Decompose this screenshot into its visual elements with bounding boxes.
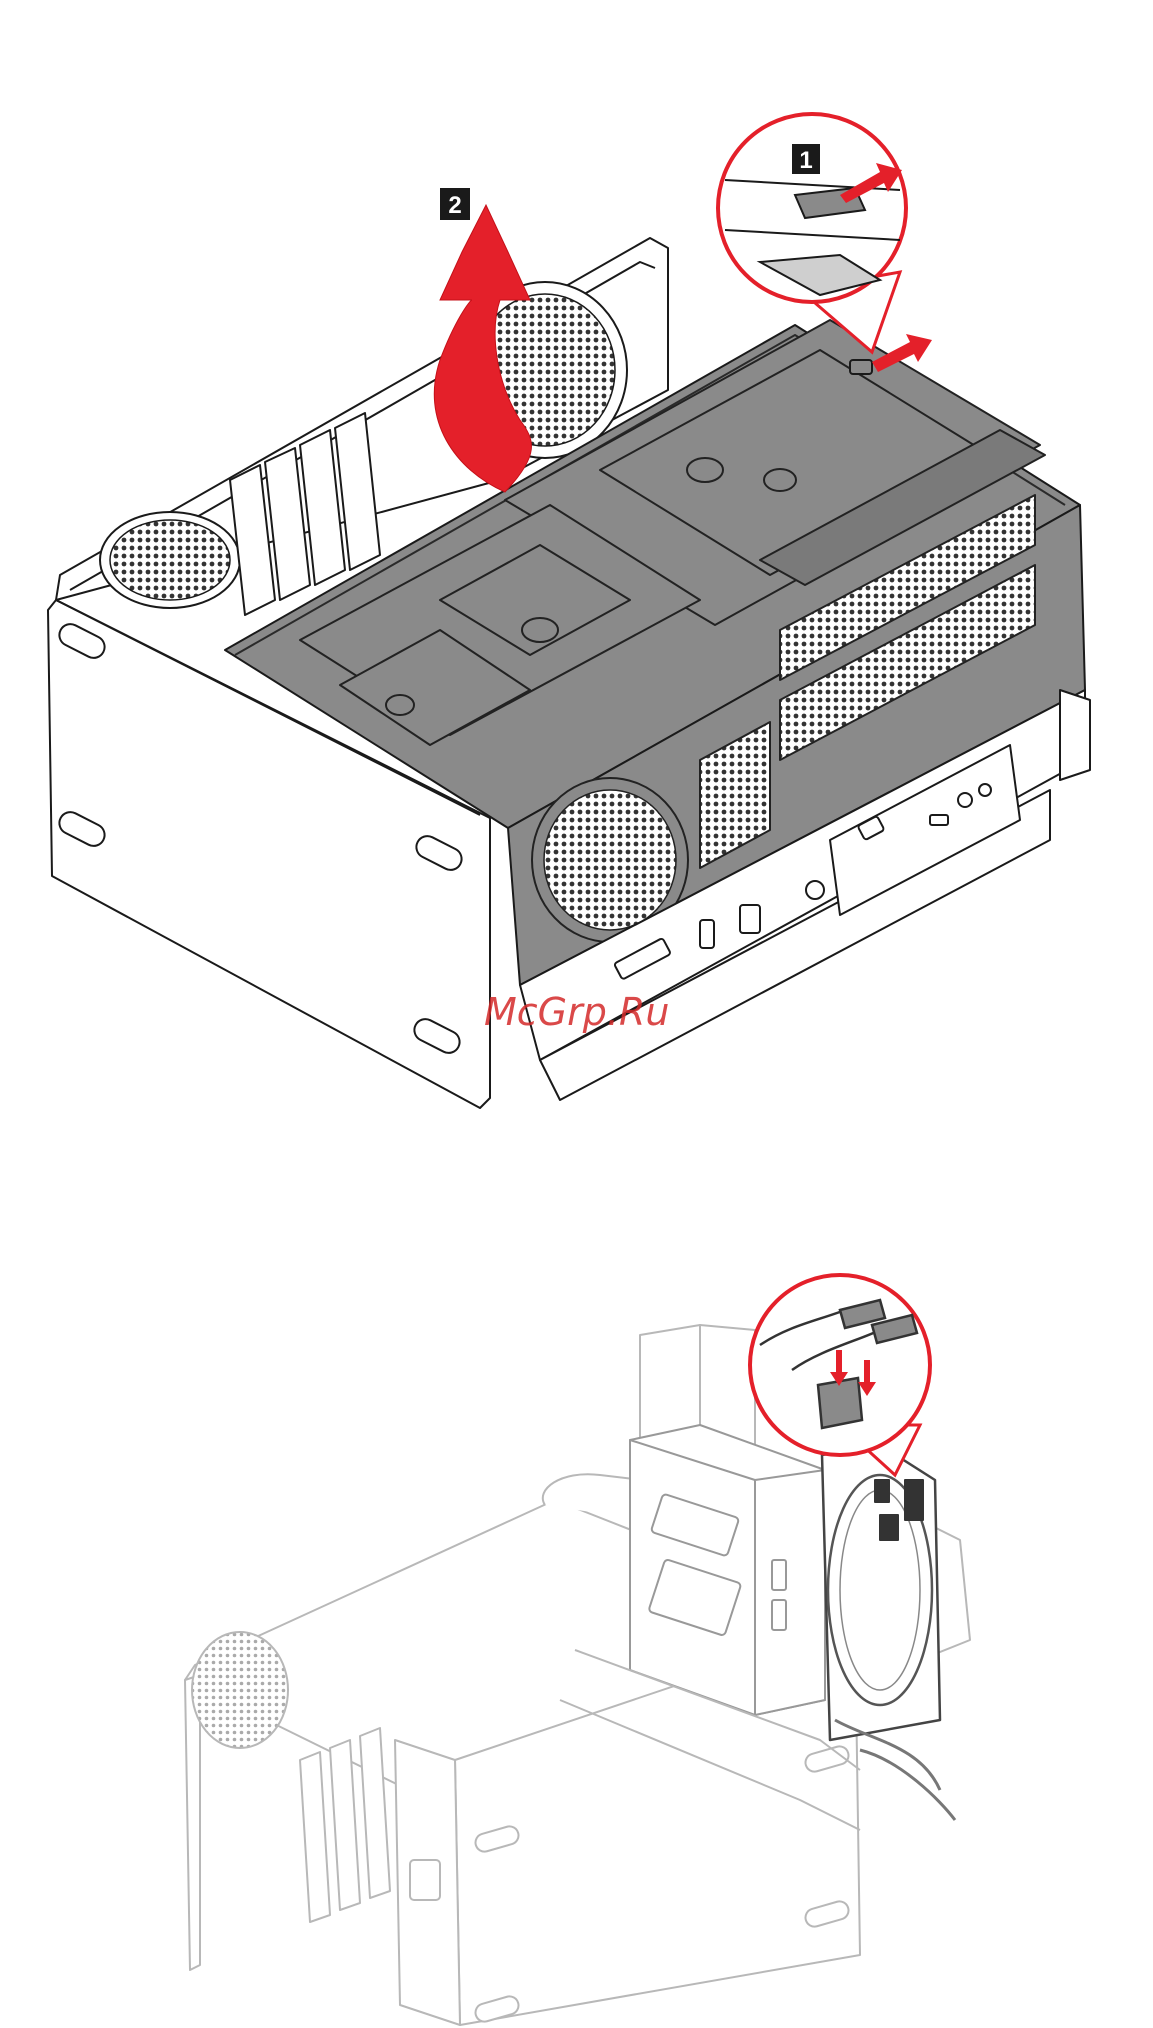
callout-1: 1 bbox=[792, 144, 820, 174]
expansion-slots-bottom bbox=[300, 1728, 390, 1922]
chassis-figure-top bbox=[48, 238, 1090, 1108]
watermark-text: McGrp.Ru bbox=[484, 990, 669, 1034]
right-bracket bbox=[1060, 690, 1090, 780]
callout-2-label: 2 bbox=[448, 192, 461, 219]
callout-1-label: 1 bbox=[799, 147, 812, 174]
drive-cage-bottom bbox=[630, 1425, 825, 1715]
rear-fan-left bbox=[100, 512, 240, 608]
inset-cable-callout bbox=[750, 1275, 930, 1475]
callout-2: 2 bbox=[440, 188, 470, 220]
release-latch bbox=[850, 360, 872, 374]
